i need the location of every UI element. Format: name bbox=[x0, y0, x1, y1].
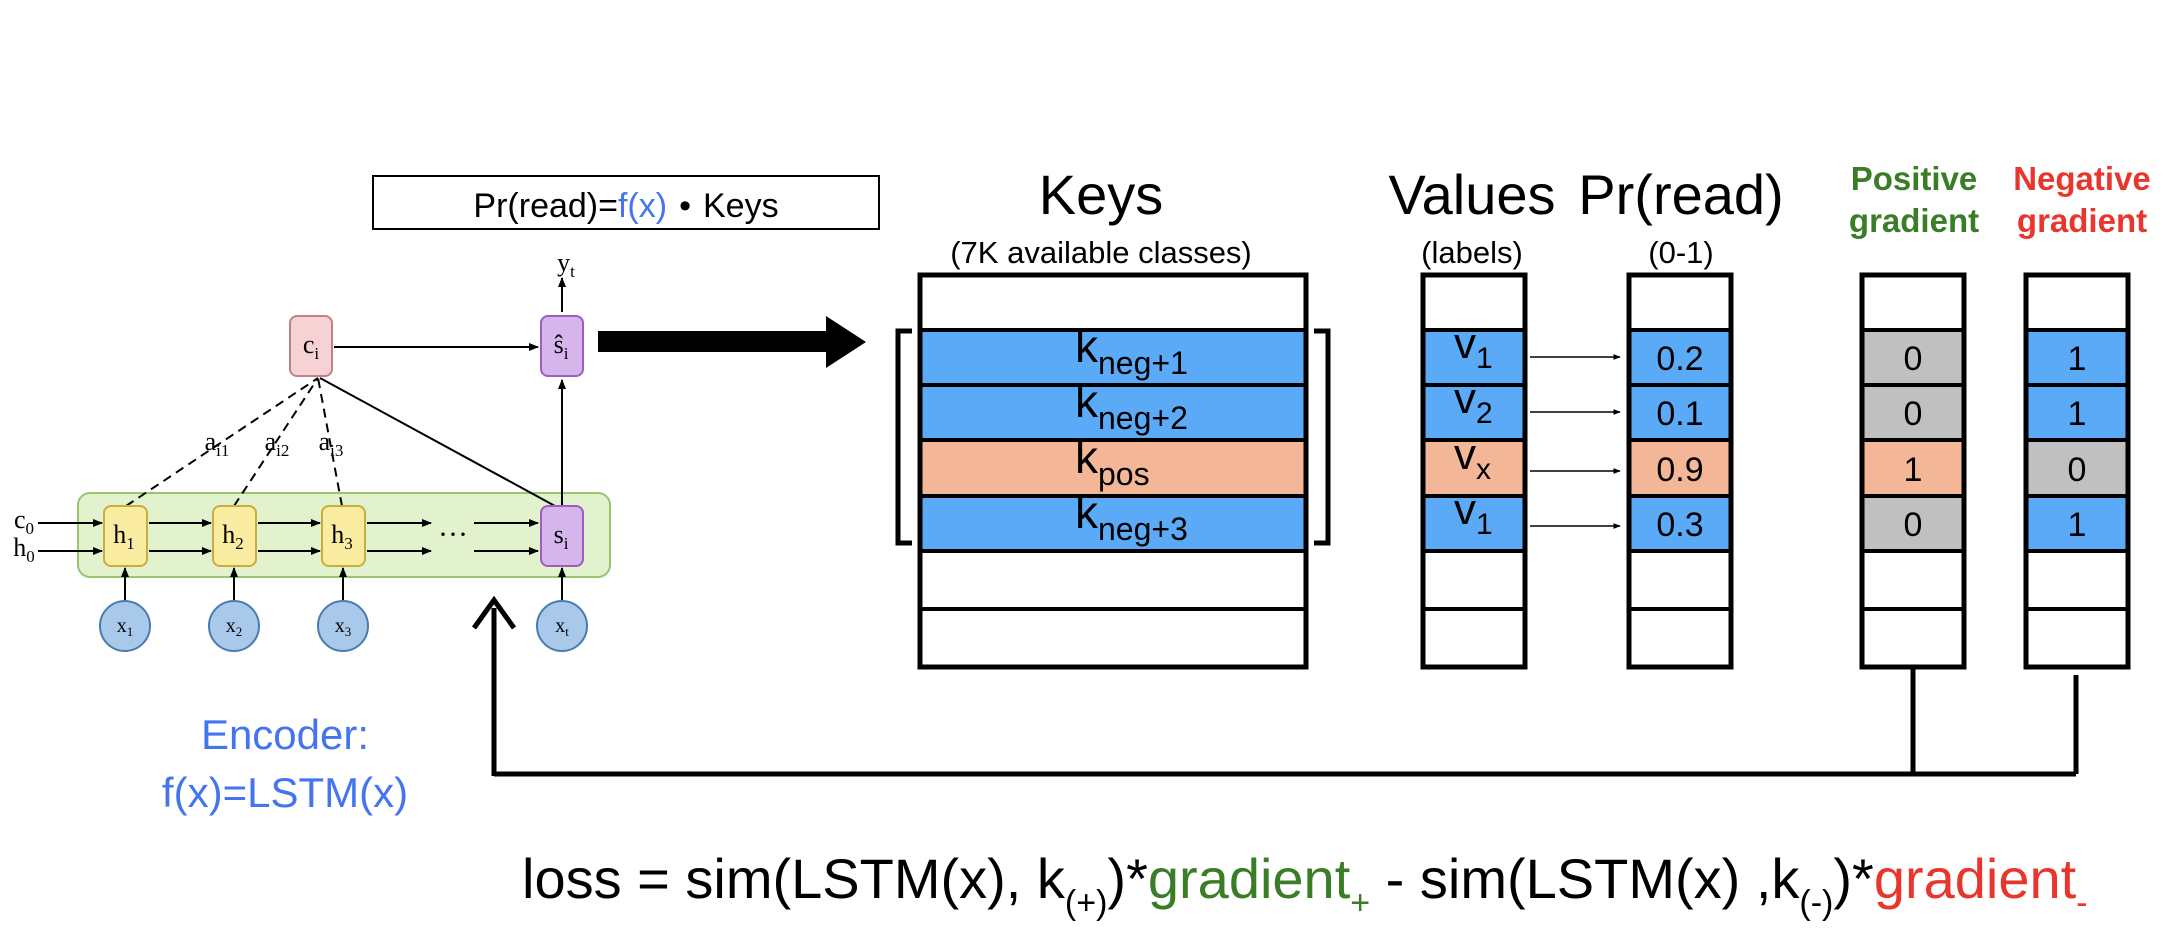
pread-column: 0.2 0.1 0.9 0.3 bbox=[1626, 272, 1734, 670]
value-label-4: v1 bbox=[1454, 485, 1493, 541]
positive-title-line-1: Positive bbox=[1851, 160, 1978, 197]
key-cell-neg3 bbox=[920, 497, 1306, 550]
negative-gradient-column: 1 1 0 1 bbox=[2023, 272, 2131, 670]
attention-label-3: ai3 bbox=[319, 427, 344, 460]
input-label-3: x3 bbox=[335, 615, 352, 639]
y-t-label: yt bbox=[557, 248, 575, 281]
memory-module: Keys (7K available classes) Values (labe… bbox=[895, 160, 2151, 670]
input-arrows bbox=[121, 567, 566, 601]
pread-value-4: 0.3 bbox=[1656, 506, 1703, 544]
input-label-t: xt bbox=[555, 615, 569, 639]
value-label-2: v2 bbox=[1454, 374, 1493, 430]
positive-value-2: 0 bbox=[1904, 395, 1923, 433]
values-title: Values bbox=[1388, 163, 1555, 226]
input-label-2: x2 bbox=[226, 615, 243, 639]
recurrence-arrows bbox=[38, 519, 539, 555]
state-node bbox=[540, 505, 584, 567]
hidden-node-2 bbox=[212, 505, 257, 567]
c0-label: c0 bbox=[14, 505, 34, 538]
h0-label: h0 bbox=[13, 533, 35, 566]
gradient-feedback-path bbox=[471, 595, 2079, 777]
key-cell-neg1 bbox=[920, 331, 1306, 384]
context-node bbox=[289, 315, 333, 377]
encoder-caption-line-2: f(x)=LSTM(x) bbox=[162, 769, 408, 816]
attention-label-1: ai1 bbox=[205, 427, 230, 460]
formula-box: Pr(read)=f(x)•Keys bbox=[372, 175, 880, 230]
keys-title: Keys bbox=[1039, 163, 1164, 226]
positive-value-1: 0 bbox=[1904, 340, 1923, 378]
value-label-1: v1 bbox=[1454, 319, 1493, 375]
key-label-neg2: kneg+2 bbox=[1075, 375, 1188, 436]
key-label-pos: kpos bbox=[1075, 431, 1150, 492]
positive-gradient-column: 0 0 1 0 bbox=[1859, 272, 1967, 670]
hidden-label-3: h3 bbox=[331, 520, 353, 553]
positive-value-4: 0 bbox=[1904, 506, 1923, 544]
hidden-label-2: h2 bbox=[222, 520, 244, 553]
input-node-3 bbox=[317, 600, 369, 652]
values-subtitle: (labels) bbox=[1421, 235, 1523, 270]
encoder-caption-line-1: Encoder: bbox=[201, 711, 369, 758]
hidden-label-1: h1 bbox=[113, 520, 135, 553]
keys-column: kneg+1 kneg+2 kpos kneg+3 bbox=[895, 272, 1331, 670]
encoder-diagram: yt ai1 ai2 ai3 ci ŝi c0 h0 bbox=[13, 248, 611, 816]
key-label-neg1: kneg+1 bbox=[1075, 320, 1188, 381]
value-label-x: vx bbox=[1454, 430, 1491, 486]
negative-title-line-2: gradient bbox=[2017, 202, 2147, 239]
pread-value-2: 0.1 bbox=[1656, 395, 1703, 433]
formula-text: Pr(read)=f(x)•Keys bbox=[473, 187, 778, 225]
pread-title: Pr(read) bbox=[1578, 163, 1783, 226]
input-label-1: x1 bbox=[117, 615, 134, 639]
key-cell-neg2 bbox=[920, 386, 1306, 439]
context-label: ci bbox=[303, 330, 320, 363]
input-node-2 bbox=[208, 600, 260, 652]
input-node-t bbox=[536, 600, 588, 652]
positive-title-line-2: gradient bbox=[1849, 202, 1979, 239]
key-cell-pos bbox=[920, 442, 1306, 495]
loss-equation: loss = sim(LSTM(x), k(+))*gradient+ - si… bbox=[522, 847, 2088, 922]
big-right-arrow bbox=[598, 316, 866, 368]
negative-value-3: 0 bbox=[2068, 451, 2087, 489]
attention-label-2: ai2 bbox=[265, 427, 290, 460]
keys-subtitle: (7K available classes) bbox=[950, 235, 1252, 270]
ellipsis: ··· bbox=[438, 518, 468, 551]
negative-value-4: 1 bbox=[2068, 506, 2087, 544]
pread-value-3: 0.9 bbox=[1656, 451, 1703, 489]
attention-lines bbox=[125, 377, 343, 507]
values-column: v1 v2 vx v1 bbox=[1420, 272, 1528, 670]
input-node-1 bbox=[99, 600, 151, 652]
value-to-pread-arrows bbox=[1530, 354, 1621, 529]
s-hat-node bbox=[540, 315, 584, 377]
positive-value-3: 1 bbox=[1904, 451, 1923, 489]
negative-value-1: 1 bbox=[2068, 340, 2087, 378]
key-label-neg3: kneg+3 bbox=[1075, 486, 1188, 547]
s-hat-label: ŝi bbox=[554, 330, 569, 363]
hidden-node-3 bbox=[321, 505, 366, 567]
state-label: si bbox=[554, 520, 569, 553]
pread-subtitle: (0-1) bbox=[1648, 235, 1713, 270]
negative-value-2: 1 bbox=[2068, 395, 2087, 433]
negative-title-line-1: Negative bbox=[2013, 160, 2151, 197]
pread-value-1: 0.2 bbox=[1656, 340, 1703, 378]
hidden-node-1 bbox=[103, 505, 148, 567]
